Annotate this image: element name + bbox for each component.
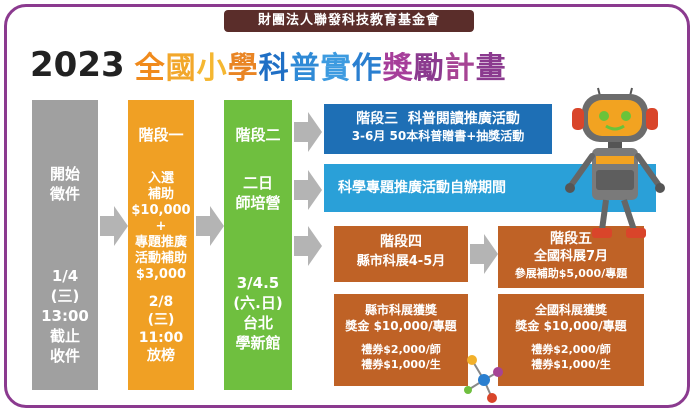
national-award-student-voucher: 禮券$1,000/生 — [531, 358, 611, 371]
title-char: 實 — [320, 51, 351, 86]
arrow-right-icon — [294, 170, 322, 210]
title-char: 勵 — [413, 51, 444, 86]
title-char: 獎 — [382, 51, 413, 86]
national-award-prize: 獎金 $10,000/專題 — [515, 319, 627, 333]
title-char: 畫 — [475, 51, 506, 86]
stage4-box: 階段四 縣市科展4-5月 — [334, 226, 468, 282]
stage4-subtitle: 縣市科展4-5月 — [356, 254, 446, 269]
title-year: 2023 — [30, 45, 125, 85]
county-award-title: 縣市科展獲獎 — [364, 303, 437, 317]
arrow-right-icon — [196, 206, 224, 246]
arrow-right-icon — [294, 112, 322, 152]
national-award-teacher-voucher: 禮券$2,000/師 — [531, 343, 611, 356]
stage5-box: 階段五 全國科展7月 參展補助$5,000/專題 — [498, 226, 644, 288]
stage5-subsidy: 參展補助$5,000/專題 — [514, 267, 628, 280]
title-char: 國 — [165, 51, 196, 86]
molecule-decoration-icon — [464, 355, 503, 403]
title-text: 全國小學科普實作獎勵計畫 — [135, 43, 507, 87]
stage1-announce-date: 2/8 (三) 11:00 放榜 — [138, 294, 184, 364]
self-organized-label: 科學專題推廣活動自辦期間 — [338, 180, 506, 196]
national-award-title: 全國科展獲獎 — [534, 303, 607, 317]
robot-mascot-icon — [565, 87, 665, 238]
submission-deadline: 1/4 (三) 13:00 截止 收件 — [41, 267, 89, 365]
title-char: 科 — [258, 51, 289, 86]
stage2-label: 階段二 — [235, 126, 281, 144]
arrow-right-icon — [294, 226, 322, 266]
stage1-label: 階段一 — [138, 126, 184, 144]
stage3-title: 階段三 科普閱讀推廣活動 — [356, 111, 520, 127]
stage4-title: 階段四 — [380, 234, 422, 250]
title-char: 作 — [351, 51, 382, 86]
start-submission-box: 開始 徵件 1/4 (三) 13:00 截止 收件 — [32, 100, 98, 390]
stage2-box: 階段二 二日 師培營 3/4.5 (六.日) 台北 學新館 — [224, 100, 292, 390]
stage3-box: 階段三 科普閱讀推廣活動 3-6月 50本科普贈書+抽獎活動 — [324, 104, 552, 154]
stage3-subtitle: 3-6月 50本科普贈書+抽獎活動 — [351, 129, 525, 143]
stage2-workshop: 二日 師培營 — [235, 174, 281, 212]
poster-title: 2023 全國小學科普實作獎勵計畫 — [30, 40, 507, 90]
county-award-student-voucher: 禮券$1,000/生 — [361, 358, 441, 371]
title-char: 小 — [196, 51, 227, 86]
national-award-box: 全國科展獲獎 獎金 $10,000/專題 禮券$2,000/師 禮券$1,000… — [498, 294, 644, 386]
title-char: 學 — [227, 51, 258, 86]
county-award-teacher-voucher: 禮券$2,000/師 — [361, 343, 441, 356]
stage5-title: 階段五 — [550, 231, 592, 247]
stage1-grant: 入選 補助 $10,000 + 專題推廣 活動補助 $3,000 — [131, 171, 191, 282]
title-char: 計 — [444, 51, 475, 86]
arrow-right-icon — [100, 206, 128, 246]
stage1-box: 階段一 入選 補助 $10,000 + 專題推廣 活動補助 $3,000 2/8… — [128, 100, 194, 390]
county-award-prize: 獎金 $10,000/專題 — [345, 319, 457, 333]
arrow-right-icon — [470, 234, 498, 274]
organization-banner: 財團法人聯發科技教育基金會 — [224, 10, 474, 32]
stage2-date-venue: 3/4.5 (六.日) 台北 學新館 — [233, 274, 283, 352]
title-char: 普 — [289, 51, 320, 86]
county-award-box: 縣市科展獲獎 獎金 $10,000/專題 禮券$2,000/師 禮券$1,000… — [334, 294, 468, 386]
stage5-subtitle: 全國科展7月 — [533, 249, 609, 264]
title-char: 全 — [134, 51, 165, 86]
start-submission-label: 開始 徵件 — [49, 165, 80, 203]
